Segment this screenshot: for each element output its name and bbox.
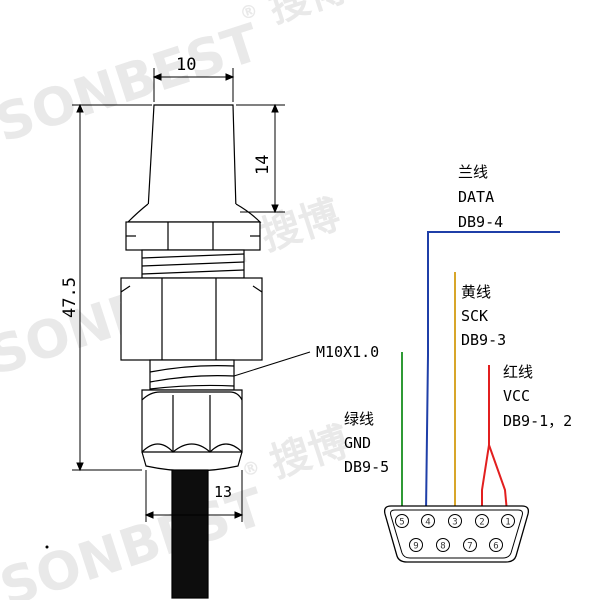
watermark-cn: 搜博	[263, 0, 353, 32]
db9-pin-label: 1	[505, 518, 510, 528]
watermark-reg: ®	[239, 456, 263, 482]
wire-red	[481, 365, 490, 512]
dim-top-height: 14	[253, 155, 273, 175]
wire-red-split	[488, 444, 508, 513]
label-blue: 兰线 DATA DB9-4	[458, 163, 503, 231]
db9-pin-3: 3	[448, 514, 462, 528]
cable-gland	[141, 389, 243, 453]
probe-tip	[147, 104, 237, 211]
wire-lines	[401, 231, 560, 513]
dim-thread: M10X1.0	[316, 343, 379, 361]
label-red: 红线 VCC DB9-1，2	[503, 363, 572, 430]
wire-blue-pin: DB9-4	[458, 213, 503, 231]
db9-pin-4: 4	[421, 514, 435, 528]
db9-pin-1: 1	[501, 514, 515, 528]
wire-green-name: 绿线	[344, 410, 374, 428]
wire-red-name: 红线	[503, 363, 533, 381]
db9-connector: 1 2 3 4 5 9 8 7	[383, 505, 530, 563]
dim-top-width: 10	[176, 55, 196, 75]
db9-pin-2: 2	[475, 514, 489, 528]
watermark-cn: 搜博	[255, 191, 345, 259]
db9-pin-9: 9	[409, 538, 423, 552]
db9-pin-label: 7	[467, 542, 472, 552]
wire-blue-signal: DATA	[458, 188, 494, 206]
db9-pin-7: 7	[463, 538, 477, 552]
dim-total-length: 47.5	[60, 277, 80, 318]
dimension-lines	[72, 68, 311, 522]
probe-flange	[126, 203, 262, 223]
db9-pin-label: 4	[425, 518, 430, 528]
top-nut	[125, 221, 261, 251]
watermark-reg: ®	[237, 0, 261, 25]
wire-blue	[425, 231, 560, 513]
db9-pin-label: 9	[413, 542, 418, 552]
sensor-cable	[171, 469, 209, 599]
db9-pin-label: 5	[399, 518, 404, 528]
wire-red-signal: VCC	[503, 387, 530, 405]
db9-pin-8: 8	[436, 538, 450, 552]
db9-pin-6: 6	[489, 538, 503, 552]
watermark-cn: 搜博	[265, 418, 355, 486]
db9-shell-inner	[390, 509, 523, 559]
wire-green-signal: GND	[344, 434, 371, 452]
db9-pin-label: 2	[479, 518, 484, 528]
wire-blue-name: 兰线	[458, 163, 488, 181]
db9-pin-5: 5	[395, 514, 409, 528]
wire-yellow-signal: SCK	[461, 307, 488, 325]
sensor-body	[120, 104, 263, 599]
dim-cable-nut: 13	[214, 483, 232, 501]
stray-dot	[45, 545, 49, 549]
db9-pin-label: 8	[440, 542, 445, 552]
wire-red-pin: DB9-1，2	[503, 412, 572, 430]
label-yellow: 黄线 SCK DB9-3	[461, 283, 506, 349]
lower-thread	[149, 359, 235, 391]
wire-green-pin: DB9-5	[344, 458, 389, 476]
wire-yellow-pin: DB9-3	[461, 331, 506, 349]
db9-pin-label: 6	[493, 542, 498, 552]
main-hex-nut	[120, 277, 263, 361]
db9-pin-label: 3	[452, 518, 457, 528]
wire-yellow-name: 黄线	[461, 283, 491, 301]
label-green: 绿线 GND DB9-5	[344, 410, 389, 476]
